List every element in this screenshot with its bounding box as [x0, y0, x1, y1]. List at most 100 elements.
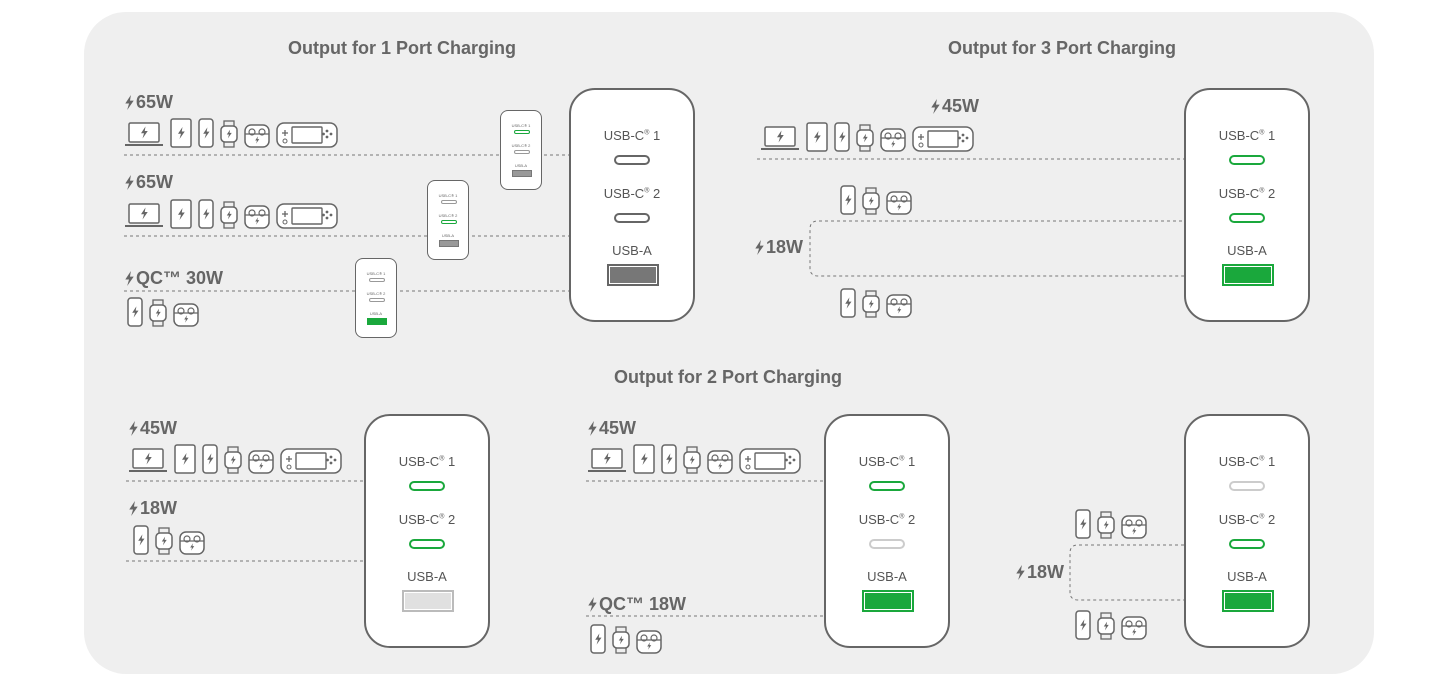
mini-usb-c-2-port	[369, 298, 385, 302]
port-label-text: USB-C	[603, 186, 645, 201]
port-label-text: USB-C	[398, 454, 440, 469]
mini-usb-c-1-port	[441, 200, 457, 204]
port-label-usb-c-2: USB-C® 2	[571, 186, 693, 201]
device-row	[760, 122, 974, 152]
port-label-text: USB-C	[1218, 512, 1260, 527]
tablet-icon	[806, 122, 828, 152]
registered-mark: ®	[1259, 187, 1265, 195]
earbuds-icon	[636, 630, 662, 654]
phone-icon	[127, 297, 143, 327]
bolt-icon	[124, 175, 135, 190]
mini-usb-c-1-port	[369, 278, 385, 282]
port-label-text: USB-C	[1218, 128, 1260, 143]
wattage-label: QC™ 30W	[124, 268, 223, 289]
port-number: 1	[1268, 454, 1276, 469]
game-console-icon	[276, 122, 338, 148]
usb-a-port	[607, 264, 659, 286]
phone-icon	[198, 118, 214, 148]
phone-icon	[1075, 509, 1091, 539]
port-label-text: USB-C	[1218, 454, 1260, 469]
mini-label-usb-c-1: USB-C® 1	[438, 193, 458, 198]
wattage-label: 45W	[587, 418, 636, 439]
port-label-usb-c-1: USB-C® 1	[571, 128, 693, 143]
laptop-icon	[760, 126, 800, 152]
tablet-icon	[174, 444, 196, 474]
registered-mark: ®	[1259, 513, 1265, 521]
port-number: 2	[1268, 512, 1276, 527]
mini-label-usb-c-1: USB-C® 1	[366, 271, 386, 276]
bolt-icon	[1015, 565, 1026, 580]
phone-icon	[590, 624, 606, 654]
watch-icon	[224, 446, 242, 474]
bolt-icon	[587, 421, 598, 436]
registered-mark: ®	[1259, 129, 1265, 137]
port-label-usb-a: USB-A	[612, 243, 652, 258]
mini-label-usb-a: USB-A	[514, 163, 528, 168]
watch-icon	[862, 187, 880, 215]
device-row	[1075, 610, 1147, 640]
game-console-icon	[739, 448, 801, 474]
port-number: 2	[1268, 186, 1276, 201]
bolt-icon	[587, 597, 598, 612]
game-console-icon	[912, 126, 974, 152]
port-label-text: USB-C	[1218, 186, 1260, 201]
wattage-label: 18W	[1015, 562, 1064, 583]
phone-icon	[202, 444, 218, 474]
earbuds-icon	[886, 191, 912, 215]
usb-c-1-port	[409, 481, 445, 491]
usb-c-1-port	[1229, 155, 1265, 165]
usb-c-2-port	[1229, 539, 1265, 549]
watch-icon	[155, 527, 173, 555]
earbuds-icon	[880, 128, 906, 152]
phone-icon	[198, 199, 214, 229]
earbuds-icon	[248, 450, 274, 474]
wattage-label: QC™ 18W	[587, 594, 686, 615]
device-row	[124, 199, 338, 229]
registered-mark: ®	[644, 129, 650, 137]
earbuds-icon	[707, 450, 733, 474]
title-3-port: Output for 3 Port Charging	[948, 38, 1176, 58]
device-row	[590, 624, 662, 654]
usb-c-1-port	[1229, 481, 1265, 491]
earbuds-icon	[1121, 515, 1147, 539]
game-console-icon	[276, 203, 338, 229]
port-label-text: USB-C	[858, 512, 900, 527]
port-label-usb-a: USB-A	[407, 569, 447, 584]
connector-line	[1069, 544, 1208, 601]
earbuds-icon	[173, 303, 199, 327]
wattage-label: 45W	[930, 96, 979, 117]
earbuds-icon	[244, 205, 270, 229]
registered-mark: ®	[644, 187, 650, 195]
watch-icon	[1097, 511, 1115, 539]
port-label-text: USB-C	[858, 454, 900, 469]
mini-label-usb-c-2: USB-C® 2	[366, 291, 386, 296]
mini-usb-a-port	[367, 318, 387, 325]
usb-c-2-port	[614, 213, 650, 223]
title-1-port: Output for 1 Port Charging	[288, 38, 516, 58]
registered-mark: ®	[1259, 455, 1265, 463]
phone-icon	[1075, 610, 1091, 640]
mini-usb-c-2-port	[514, 150, 530, 154]
port-number: 1	[1268, 128, 1276, 143]
tablet-icon	[170, 199, 192, 229]
registered-mark: ®	[899, 455, 905, 463]
watch-icon	[220, 120, 238, 148]
port-number: 1	[448, 454, 456, 469]
mini-label-usb-a: USB-A	[441, 233, 455, 238]
device-row	[127, 297, 199, 327]
usb-a-port	[402, 590, 454, 612]
watch-icon	[1097, 612, 1115, 640]
mini-usb-c-2-port	[441, 220, 457, 224]
wattage-label: 45W	[128, 418, 177, 439]
port-label-usb-c-2: USB-C® 2	[1186, 186, 1308, 201]
usb-c-1-port	[614, 155, 650, 165]
usb-a-port	[1222, 590, 1274, 612]
usb-a-port	[1222, 264, 1274, 286]
mini-usb-a-port	[439, 240, 459, 247]
registered-mark: ®	[439, 455, 445, 463]
bolt-icon	[124, 95, 135, 110]
bolt-icon	[128, 421, 139, 436]
